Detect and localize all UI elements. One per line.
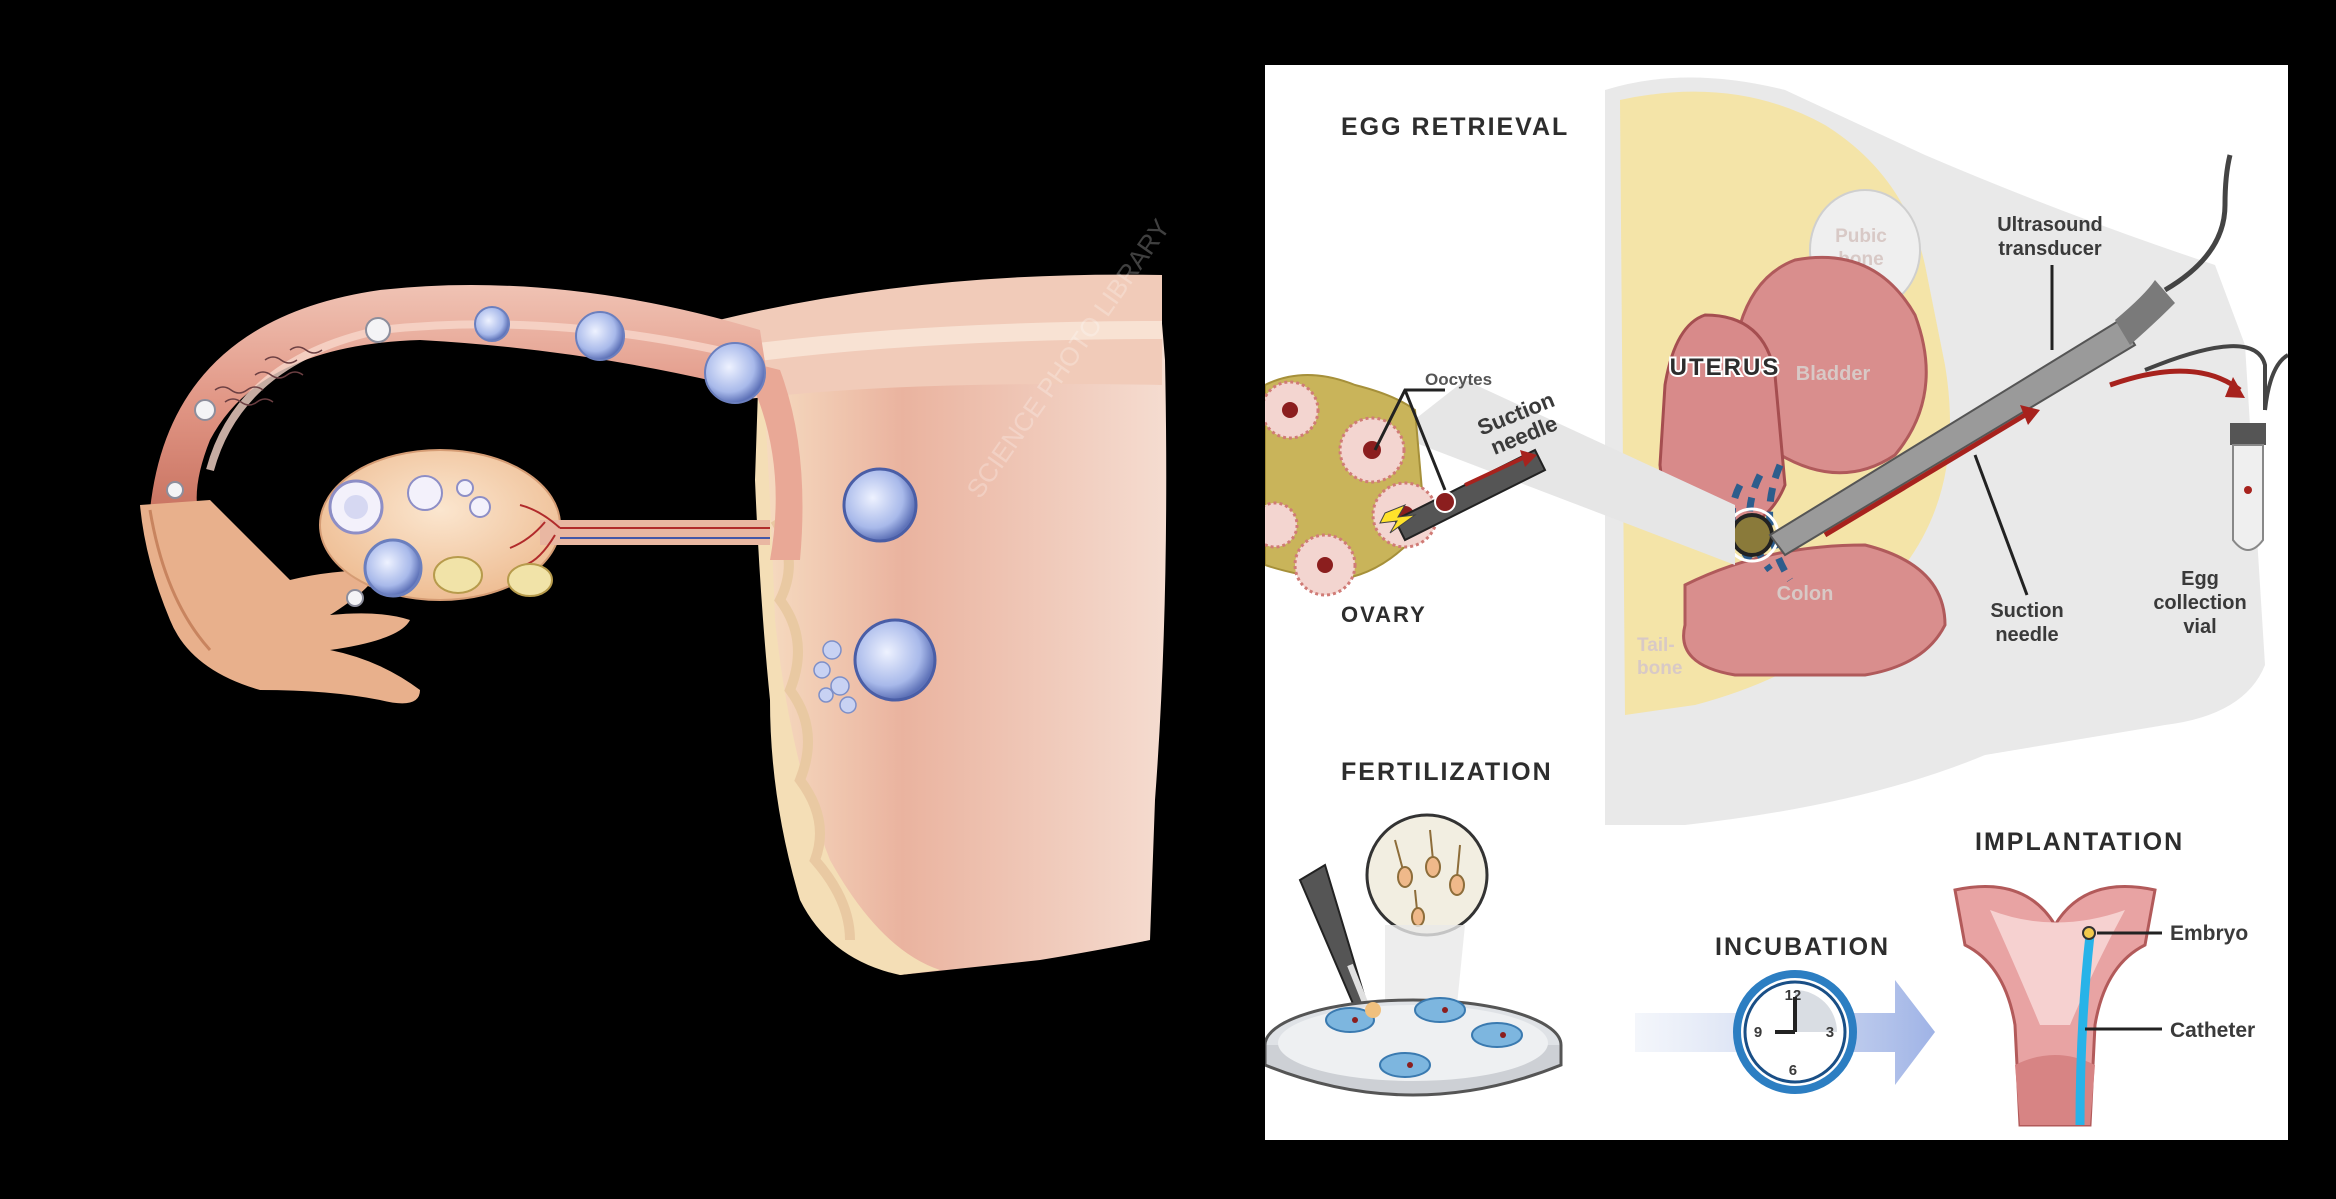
pubic-bone-label-1: Pubic — [1835, 226, 1887, 247]
corpus-luteum-1 — [433, 556, 483, 594]
suction-needle-label-1: Suction — [1990, 600, 2063, 622]
egg-retrieval-heading: EGG RETRIEVAL — [1341, 113, 1569, 141]
oocytes-pointer — [1373, 388, 1447, 491]
svg-text:Suctionneedle: Suctionneedle — [1990, 600, 2063, 646]
released-oocyte — [346, 589, 364, 607]
zap-icon — [1379, 503, 1417, 534]
ultrasound-transducer — [1768, 318, 2137, 557]
clock-3: 3 — [1826, 1024, 1834, 1041]
target-ovary — [1730, 513, 1774, 557]
uterine-wall — [760, 275, 1167, 975]
magnified-sperm — [1394, 829, 1465, 927]
follicle-large — [363, 538, 423, 598]
colon-label: Colon — [1777, 583, 1834, 605]
endometrium-lining — [755, 330, 940, 975]
blastocyst-2 — [853, 618, 937, 702]
ovary-inset-beam — [1395, 380, 1735, 565]
sperm-magnifier — [1365, 813, 1489, 937]
fimbriae — [140, 500, 420, 704]
ovary-vessels — [509, 504, 770, 566]
ultrasound-label-1: Ultrasound — [1997, 214, 2103, 236]
vial-label-1: Egg — [2181, 568, 2219, 590]
egg-cells-dish — [1325, 997, 1523, 1078]
vial-label-3: vial — [2183, 616, 2216, 638]
blastocyst-1 — [842, 467, 918, 543]
implanting-cells — [813, 640, 857, 714]
tailbone-label-2: bone — [1637, 658, 1682, 679]
egg-collection-vial — [2230, 423, 2266, 551]
clock-12: 12 — [1785, 987, 1802, 1004]
suction-needle-pointer — [1973, 454, 2029, 596]
embryo-dot — [2082, 926, 2096, 940]
svg-text:Tail-bone: Tail-bone — [1637, 635, 1682, 679]
zygote-1 — [194, 399, 216, 421]
catheter-label: Catheter — [2170, 1019, 2255, 1042]
suction-line — [2144, 344, 2267, 410]
svg-text:12 3 6 9: 12 3 6 9 — [1754, 987, 1838, 1079]
zygote-2 — [166, 481, 184, 499]
embryo-label: Embryo — [2170, 922, 2248, 945]
embryo-4cell — [575, 311, 625, 361]
morula — [704, 342, 766, 404]
vial-label-2: collection — [2153, 592, 2246, 614]
zygote-3 — [365, 317, 391, 343]
bladder-label: Bladder — [1796, 363, 1871, 385]
embryo-2cell — [474, 306, 510, 342]
catheter — [2075, 934, 2095, 1126]
uterus-label: UTERUS — [1670, 354, 1781, 381]
fertilization-heading: FERTILIZATION — [1341, 758, 1553, 786]
follicle-2 — [407, 475, 443, 511]
red-flow-arrow — [1823, 412, 2027, 538]
clock-9: 9 — [1754, 1024, 1762, 1041]
reproductive-tract-illustration: SCIENCE PHOTO LIBRARY — [140, 214, 1176, 975]
corpus-luteum-2 — [507, 563, 553, 597]
clock-6: 6 — [1789, 1062, 1797, 1079]
oocytes-label: Oocytes — [1425, 370, 1492, 389]
tailbone-label-1: Tail- — [1637, 635, 1675, 656]
implantation-heading: IMPLANTATION — [1975, 828, 2184, 856]
transducer-cable — [2163, 154, 2233, 293]
sperm-cells — [214, 346, 323, 406]
vial-tube-line — [2263, 353, 2288, 411]
incubation-heading: INCUBATION — [1715, 933, 1890, 961]
ovary-label: OVARY — [1341, 602, 1427, 627]
ivf-procedure-panel: Pubic bone Bladder UTERUS Colon Tail-bone — [1265, 65, 2288, 1140]
ultrasound-label-2: transducer — [1998, 238, 2102, 260]
suction-needle-label-2: needle — [1995, 624, 2058, 646]
